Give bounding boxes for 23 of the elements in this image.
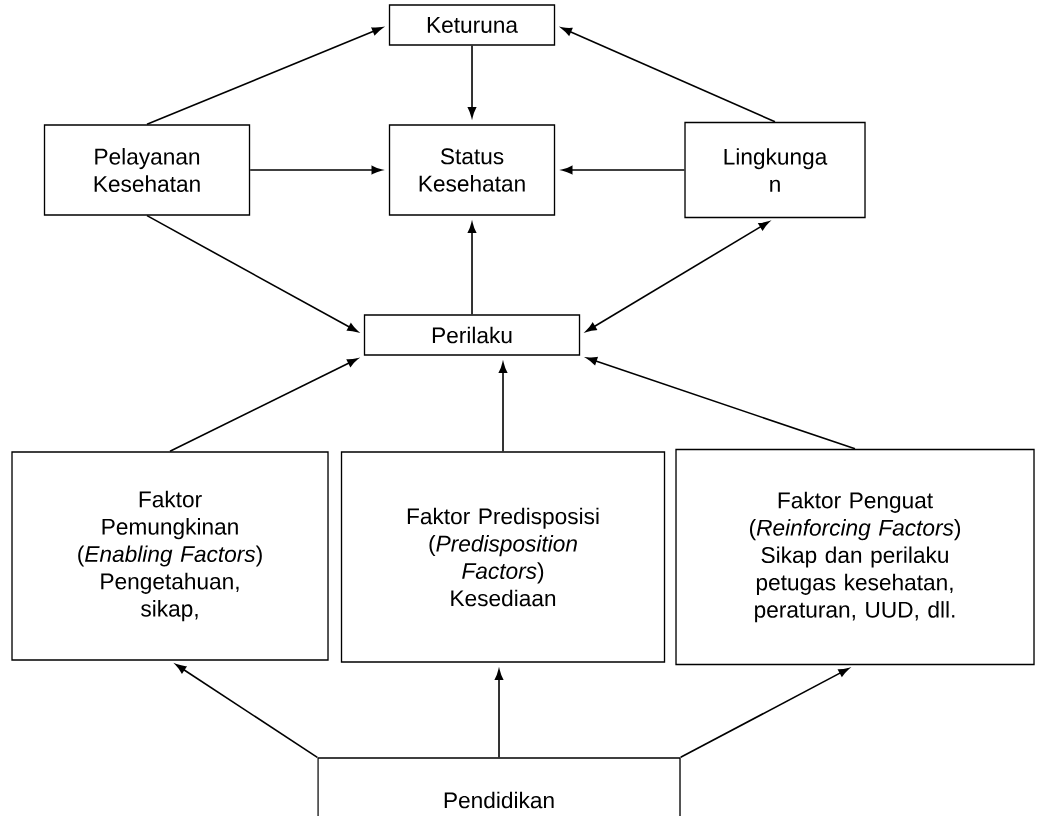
text-box: Faktor Pemungkinan (Enabling Factors) Pengetahuan, sikap, bbox=[11, 451, 329, 661]
text-box: Status Kesehatan bbox=[388, 124, 556, 216]
text-box: Pelayanan Kesehatan bbox=[43, 124, 251, 216]
text-box: Keturuna bbox=[388, 4, 556, 46]
arrow bbox=[467, 222, 477, 316]
arrow bbox=[467, 44, 477, 118]
arrow bbox=[561, 27, 776, 123]
arrow bbox=[249, 165, 383, 175]
arrow bbox=[498, 362, 508, 453]
arrow bbox=[561, 165, 686, 175]
text-box: Faktor Penguat (Reinforcing Factors) Sikap dan perilaku petugas kesehatan, peraturan, UUD, dll. bbox=[675, 448, 1035, 666]
arrow bbox=[679, 667, 850, 759]
arrow bbox=[585, 221, 770, 332]
arrow bbox=[494, 669, 504, 759]
text-box: Faktor Predisposisi (Predisposition Factors) Kesediaan bbox=[340, 451, 666, 663]
arrow bbox=[586, 357, 856, 450]
text-box: Pendidikan bbox=[317, 757, 681, 816]
arrow bbox=[146, 27, 383, 126]
arrow bbox=[175, 664, 319, 759]
text-box: Perilaku bbox=[363, 314, 581, 356]
text-box: Lingkunga n bbox=[684, 121, 866, 219]
arrow bbox=[146, 214, 359, 333]
arrow bbox=[169, 358, 358, 453]
